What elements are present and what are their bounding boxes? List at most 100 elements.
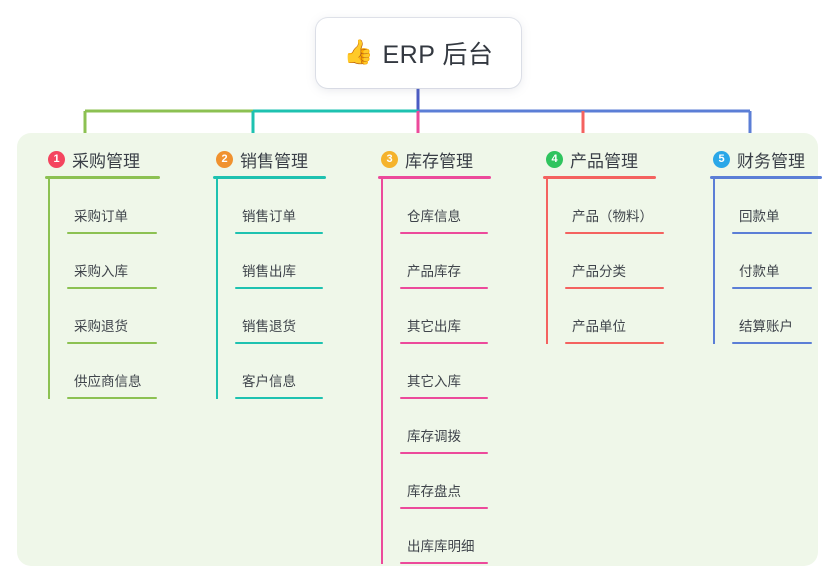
column-items: 采购订单采购入库采购退货供应商信息 — [31, 179, 181, 399]
menu-item[interactable]: 采购退货 — [67, 289, 181, 344]
menu-item-label: 库存盘点 — [407, 484, 461, 499]
menu-item-label: 产品（物料） — [572, 209, 653, 224]
column-title: 销售管理 — [240, 151, 308, 171]
column-purchase: 1 采购管理采购订单采购入库采购退货供应商信息 — [31, 146, 181, 399]
menu-item-label: 产品单位 — [572, 319, 626, 334]
menu-item-underline — [67, 287, 157, 289]
menu-item[interactable]: 产品单位 — [565, 289, 664, 344]
menu-item-label: 结算账户 — [739, 319, 793, 334]
menu-item-underline — [400, 287, 488, 289]
column-items: 仓库信息产品库存其它出库其它入库库存调拨库存盘点出库库明细 — [364, 179, 494, 564]
menu-item[interactable]: 其它入库 — [400, 344, 494, 399]
column-spine — [546, 179, 548, 344]
menu-item-underline — [67, 342, 157, 344]
menu-item-underline — [400, 507, 488, 509]
menu-item-underline — [565, 287, 664, 289]
menu-item[interactable]: 其它出库 — [400, 289, 494, 344]
menu-item[interactable]: 采购入库 — [67, 234, 181, 289]
menu-item-label: 销售订单 — [242, 209, 296, 224]
menu-item[interactable]: 回款单 — [732, 179, 816, 234]
menu-item-label: 回款单 — [739, 209, 780, 224]
menu-item-label: 其它入库 — [407, 374, 461, 389]
column-finance: 5 财务管理回款单付款单结算账户 — [696, 146, 822, 344]
menu-item-underline — [732, 287, 812, 289]
menu-item-underline — [400, 232, 488, 234]
column-header-inventory[interactable]: 3 库存管理 — [364, 146, 494, 172]
menu-item-label: 产品库存 — [407, 264, 461, 279]
menu-item[interactable]: 付款单 — [732, 234, 816, 289]
menu-item-underline — [565, 232, 664, 234]
menu-item-label: 付款单 — [739, 264, 780, 279]
column-number-badge: 2 — [216, 150, 233, 168]
menu-item[interactable]: 库存调拨 — [400, 399, 494, 454]
column-spine — [48, 179, 50, 399]
menu-item-underline — [400, 562, 488, 564]
menu-item-underline — [732, 232, 812, 234]
menu-item-label: 采购入库 — [74, 264, 128, 279]
menu-item-underline — [235, 232, 323, 234]
column-inventory: 3 库存管理仓库信息产品库存其它出库其它入库库存调拨库存盘点出库库明细 — [364, 146, 494, 564]
column-underline — [378, 176, 491, 179]
column-spine — [216, 179, 218, 399]
menu-item-label: 出库库明细 — [407, 539, 475, 554]
menu-item-label: 销售出库 — [242, 264, 296, 279]
column-spine — [381, 179, 383, 564]
column-title: 库存管理 — [405, 151, 473, 171]
menu-item[interactable]: 销售订单 — [235, 179, 329, 234]
column-header-finance[interactable]: 5 财务管理 — [696, 146, 816, 172]
column-number-badge: 5 — [713, 150, 730, 168]
menu-item-underline — [732, 342, 812, 344]
column-items: 回款单付款单结算账户 — [696, 179, 816, 344]
content-panel — [17, 133, 818, 566]
menu-item-underline — [400, 397, 488, 399]
column-title: 采购管理 — [72, 151, 140, 171]
menu-item-underline — [67, 397, 157, 399]
column-header-sales[interactable]: 2 销售管理 — [199, 146, 329, 172]
menu-item[interactable]: 客户信息 — [235, 344, 329, 399]
menu-item-label: 其它出库 — [407, 319, 461, 334]
column-number-badge: 4 — [546, 150, 563, 168]
menu-item[interactable]: 销售出库 — [235, 234, 329, 289]
menu-item-label: 供应商信息 — [74, 374, 142, 389]
root-node[interactable]: 👍 ERP 后台 — [316, 18, 521, 88]
menu-item[interactable]: 仓库信息 — [400, 179, 494, 234]
menu-item-underline — [67, 232, 157, 234]
thumbs-up-icon: 👍 — [343, 39, 374, 66]
menu-item[interactable]: 供应商信息 — [67, 344, 181, 399]
menu-item-label: 采购订单 — [74, 209, 128, 224]
column-underline — [213, 176, 326, 179]
menu-item-underline — [565, 342, 664, 344]
menu-item-label: 仓库信息 — [407, 209, 461, 224]
column-underline — [543, 176, 656, 179]
menu-item-label: 库存调拨 — [407, 429, 461, 444]
menu-item-underline — [400, 452, 488, 454]
menu-item[interactable]: 产品（物料） — [565, 179, 664, 234]
column-header-purchase[interactable]: 1 采购管理 — [31, 146, 181, 172]
menu-item-label: 销售退货 — [242, 319, 296, 334]
menu-item-label: 产品分类 — [572, 264, 626, 279]
column-spine — [713, 179, 715, 344]
menu-item[interactable]: 销售退货 — [235, 289, 329, 344]
menu-item[interactable]: 出库库明细 — [400, 509, 494, 564]
menu-item-underline — [235, 342, 323, 344]
menu-item[interactable]: 库存盘点 — [400, 454, 494, 509]
column-number-badge: 1 — [48, 150, 65, 168]
column-title: 财务管理 — [737, 151, 805, 171]
menu-item-underline — [400, 342, 488, 344]
menu-item-underline — [235, 397, 323, 399]
menu-item[interactable]: 产品分类 — [565, 234, 664, 289]
column-underline — [45, 176, 160, 179]
column-number-badge: 3 — [381, 150, 398, 168]
menu-item[interactable]: 采购订单 — [67, 179, 181, 234]
column-items: 销售订单销售出库销售退货客户信息 — [199, 179, 329, 399]
menu-item-label: 客户信息 — [242, 374, 296, 389]
menu-item-label: 采购退货 — [74, 319, 128, 334]
menu-item[interactable]: 结算账户 — [732, 289, 816, 344]
column-underline — [710, 176, 822, 179]
menu-item[interactable]: 产品库存 — [400, 234, 494, 289]
column-sales: 2 销售管理销售订单销售出库销售退货客户信息 — [199, 146, 329, 399]
root-node-label: ERP 后台 — [382, 41, 494, 69]
